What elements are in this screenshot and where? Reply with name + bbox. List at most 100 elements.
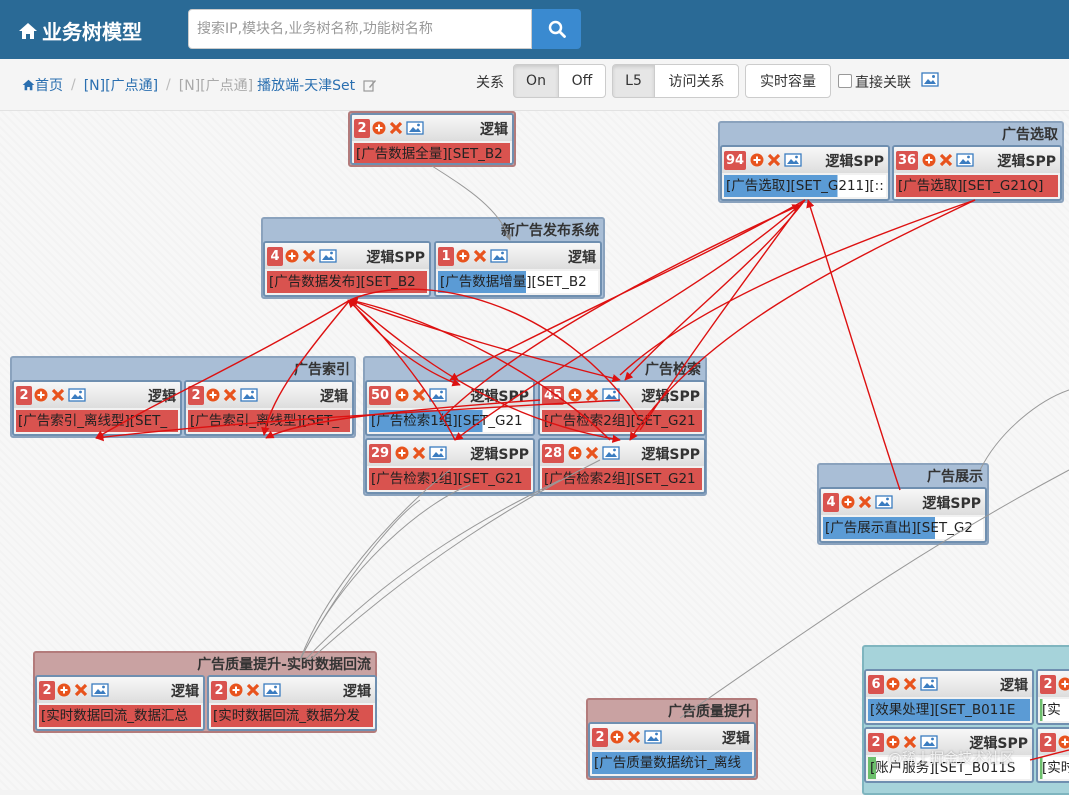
add-icon[interactable]	[372, 121, 386, 135]
image-icon[interactable]	[68, 388, 86, 402]
breadcrumb-home[interactable]: 首页	[22, 75, 63, 95]
node-name[interactable]: [广告索引_离线型][SET_	[188, 410, 350, 432]
node-name[interactable]: [广告检索2组][SET_G21	[542, 468, 702, 490]
delete-icon[interactable]	[302, 249, 316, 263]
node-name[interactable]: [广告索引_离线型][SET_	[16, 410, 178, 432]
add-icon[interactable]	[206, 388, 220, 402]
image-icon[interactable]	[319, 249, 337, 263]
image-icon[interactable]	[921, 72, 939, 87]
delete-icon[interactable]	[767, 153, 781, 167]
delete-icon[interactable]	[585, 446, 599, 460]
node-name[interactable]: [广告数据全量][SET_B2	[354, 143, 510, 165]
delete-icon[interactable]	[903, 677, 917, 691]
node-name[interactable]: [广告检索1组][SET_G21	[369, 410, 531, 432]
node-idx2[interactable]: 2 逻辑 [广告索引_离线型][SET_	[184, 380, 354, 436]
delete-icon[interactable]	[939, 153, 953, 167]
delete-icon[interactable]	[51, 388, 65, 402]
app-brand[interactable]: 业务树模型	[18, 16, 142, 45]
delete-icon[interactable]	[858, 495, 872, 509]
node-sel1[interactable]: 94 逻辑SPP [广告选取][SET_G211][::	[720, 145, 890, 201]
add-icon[interactable]	[610, 730, 624, 744]
relation-off-button[interactable]: Off	[558, 64, 606, 98]
image-icon[interactable]	[263, 683, 281, 697]
node-name[interactable]: [实时数据回流_数据汇总	[39, 705, 201, 727]
add-icon[interactable]	[750, 153, 764, 167]
add-icon[interactable]	[886, 677, 900, 691]
image-icon[interactable]	[429, 446, 447, 460]
node-name[interactable]: [效果处理][SET_B011E	[868, 699, 1030, 721]
level-l5-button[interactable]: L5	[612, 64, 655, 98]
delete-icon[interactable]	[903, 735, 917, 749]
add-icon[interactable]	[922, 153, 936, 167]
node-name[interactable]: [广告检索2组][SET_G21	[542, 410, 702, 432]
realtime-capacity-button[interactable]: 实时容量	[745, 64, 831, 98]
direct-link-checkbox[interactable]	[838, 74, 852, 88]
node-disp[interactable]: 4 逻辑SPP [广告展示直出][SET_G2	[819, 487, 987, 543]
node-full[interactable]: 2 逻辑 [广告数据全量][SET_B2	[350, 113, 514, 165]
image-icon[interactable]	[784, 153, 802, 167]
delete-icon[interactable]	[74, 683, 88, 697]
node-name[interactable]: [广告数据发布][SET_B2	[267, 271, 427, 293]
node-srch2[interactable]: 45 逻辑SPP [广告检索2组][SET_G21	[538, 380, 706, 436]
node-pub1[interactable]: 4 逻辑SPP [广告数据发布][SET_B2	[263, 241, 431, 297]
image-icon[interactable]	[406, 121, 424, 135]
add-icon[interactable]	[229, 683, 243, 697]
image-icon[interactable]	[956, 153, 974, 167]
node-name[interactable]: [实时数据回流_数据分发	[211, 705, 373, 727]
image-icon[interactable]	[920, 735, 938, 749]
search-button[interactable]	[532, 9, 581, 49]
add-icon[interactable]	[34, 388, 48, 402]
add-icon[interactable]	[568, 446, 582, 460]
image-icon[interactable]	[602, 446, 620, 460]
node-name[interactable]: [广告质量数据统计_离线	[592, 752, 752, 774]
add-icon[interactable]	[57, 683, 71, 697]
add-icon[interactable]	[395, 388, 409, 402]
node-idx1[interactable]: 2 逻辑 [广告索引_离线型][SET_	[12, 380, 182, 436]
delete-icon[interactable]	[627, 730, 641, 744]
node-sel2[interactable]: 36 逻辑SPP [广告选取][SET_G21Q]	[892, 145, 1062, 201]
image-icon[interactable]	[875, 495, 893, 509]
add-icon[interactable]	[1058, 677, 1069, 691]
image-icon[interactable]	[91, 683, 109, 697]
add-icon[interactable]	[1058, 735, 1069, 749]
node-name[interactable]: [广告选取][SET_G211][::	[724, 175, 886, 197]
node-q1[interactable]: 2 逻辑 [广告质量数据统计_离线	[588, 722, 756, 778]
relation-on-button[interactable]: On	[513, 64, 559, 98]
image-icon[interactable]	[920, 677, 938, 691]
add-icon[interactable]	[886, 735, 900, 749]
image-icon[interactable]	[240, 388, 258, 402]
add-icon[interactable]	[456, 249, 470, 263]
delete-icon[interactable]	[473, 249, 487, 263]
breadcrumb-current[interactable]: 播放端-天津Set	[257, 75, 355, 95]
node-name[interactable]: [广告展示直出][SET_G2	[823, 517, 983, 539]
node-name[interactable]: [广告数据增量][SET_B2	[438, 271, 598, 293]
edit-icon[interactable]	[363, 78, 377, 92]
access-relation-button[interactable]: 访问关系	[654, 64, 739, 98]
image-icon[interactable]	[429, 388, 447, 402]
node-t3[interactable]: 2 [实	[1036, 669, 1069, 725]
add-icon[interactable]	[841, 495, 855, 509]
node-name[interactable]: [实时	[1040, 757, 1069, 779]
image-icon[interactable]	[490, 249, 508, 263]
add-icon[interactable]	[285, 249, 299, 263]
delete-icon[interactable]	[412, 446, 426, 460]
node-srch4[interactable]: 28 逻辑SPP [广告检索2组][SET_G21	[538, 438, 706, 494]
node-qrt2[interactable]: 2 逻辑 [实时数据回流_数据分发	[207, 675, 377, 731]
delete-icon[interactable]	[246, 683, 260, 697]
node-name[interactable]: [实	[1040, 699, 1069, 721]
breadcrumb-item-1[interactable]: [N][广点通]	[84, 75, 158, 95]
node-pub2[interactable]: 1 逻辑 [广告数据增量][SET_B2	[434, 241, 602, 297]
delete-icon[interactable]	[223, 388, 237, 402]
node-t4[interactable]: 2 [实时	[1036, 727, 1069, 783]
node-t1[interactable]: 6 逻辑 [效果处理][SET_B011E	[864, 669, 1034, 725]
image-icon[interactable]	[602, 388, 620, 402]
node-qrt1[interactable]: 2 逻辑 [实时数据回流_数据汇总	[35, 675, 205, 731]
delete-icon[interactable]	[585, 388, 599, 402]
node-srch1[interactable]: 50 逻辑SPP [广告检索1组][SET_G21	[365, 380, 535, 436]
search-input[interactable]	[188, 9, 532, 49]
delete-icon[interactable]	[412, 388, 426, 402]
node-name[interactable]: [广告检索1组][SET_G21	[369, 468, 531, 490]
node-srch3[interactable]: 29 逻辑SPP [广告检索1组][SET_G21	[365, 438, 535, 494]
delete-icon[interactable]	[389, 121, 403, 135]
add-icon[interactable]	[568, 388, 582, 402]
